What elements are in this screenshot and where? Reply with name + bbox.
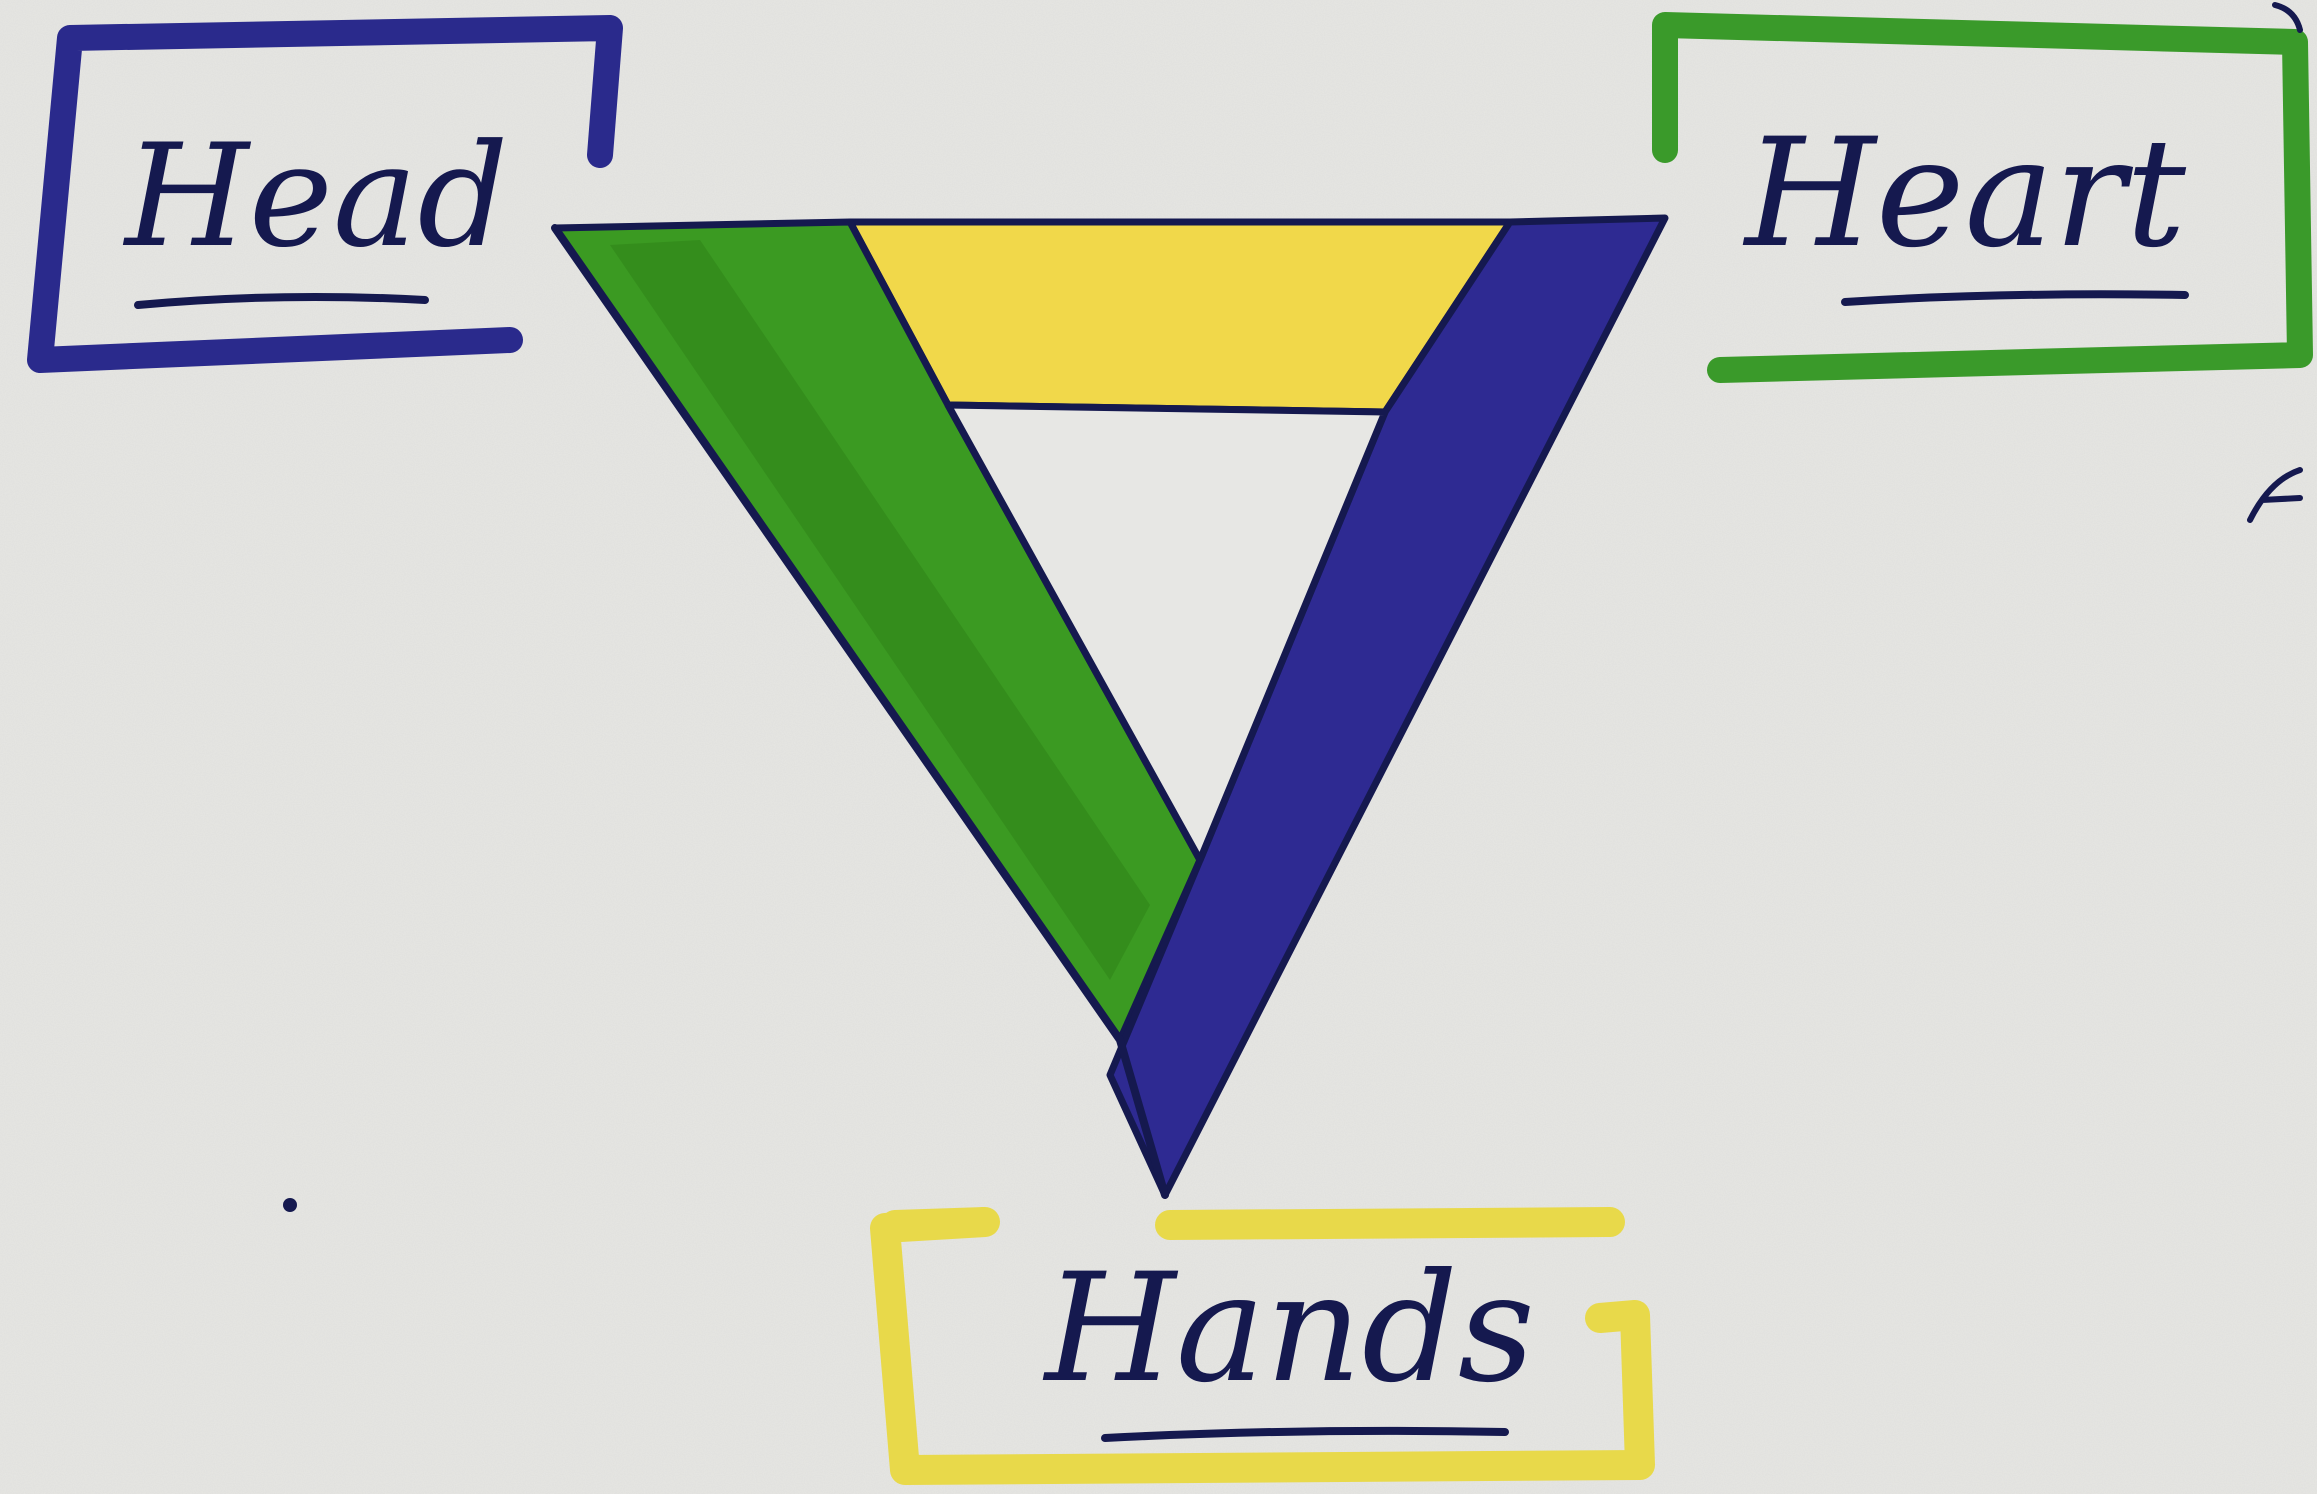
hands-label: Hands <box>1042 1242 1535 1416</box>
heart-label: Heart <box>1742 107 2187 281</box>
head-label: Head <box>122 114 508 279</box>
ink-dot <box>283 1198 297 1212</box>
